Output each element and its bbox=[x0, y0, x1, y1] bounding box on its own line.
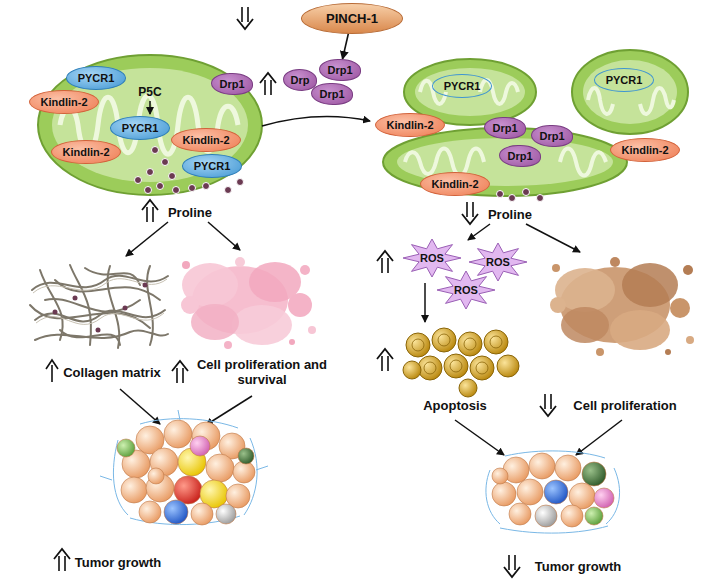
node-text: Drp1 bbox=[319, 88, 344, 100]
node-text: PYCR1 bbox=[122, 122, 159, 134]
node-text: Kindlin-2 bbox=[386, 119, 433, 131]
protein-oval: PINCH-1 bbox=[301, 3, 403, 34]
node-text: Kindlin-2 bbox=[182, 134, 229, 146]
node-text: Drp1 bbox=[539, 130, 564, 142]
node-text: ROS bbox=[454, 284, 478, 296]
protein-oval: Kindlin-2 bbox=[375, 113, 444, 137]
node-text: PYCR1 bbox=[606, 74, 643, 86]
caption-label: Tumor growth bbox=[75, 555, 161, 570]
protein-oval-outline: PYCR1 bbox=[594, 68, 655, 92]
caption-label: Proline bbox=[488, 207, 532, 222]
node-text: Drp1 bbox=[219, 78, 244, 90]
protein-blob: Drp1 bbox=[484, 117, 525, 139]
caption-label: Cell proliferation bbox=[573, 398, 676, 413]
protein-oval-outline: PYCR1 bbox=[432, 74, 493, 98]
protein-oval: Kindlin-2 bbox=[29, 90, 98, 114]
node-text: Kindlin-2 bbox=[431, 178, 478, 190]
protein-oval: Kindlin-2 bbox=[171, 128, 240, 152]
node-text: Drp1 bbox=[492, 122, 517, 134]
node-text: Kindlin-2 bbox=[62, 146, 109, 158]
caption-label: Collagen matrix bbox=[63, 365, 161, 380]
node-text: ROS bbox=[486, 256, 510, 268]
node-text: PYCR1 bbox=[194, 160, 231, 172]
protein-blob: Drp1 bbox=[531, 125, 572, 147]
node-text: Kindlin-2 bbox=[40, 96, 87, 108]
node-text: PINCH-1 bbox=[326, 11, 378, 26]
protein-oval: Kindlin-2 bbox=[610, 138, 679, 162]
protein-blob: Drp1 bbox=[211, 73, 252, 95]
node-text: PYCR1 bbox=[78, 72, 115, 84]
caption-label: Cell proliferation and survival bbox=[192, 357, 332, 387]
protein-blob: Drp1 bbox=[311, 83, 352, 105]
node-text: Drp bbox=[291, 74, 310, 86]
ros-star: ROS bbox=[402, 238, 462, 278]
caption-label: P5C bbox=[138, 85, 161, 99]
node-text: Drp1 bbox=[507, 150, 532, 162]
ros-star: ROS bbox=[468, 242, 528, 282]
protein-oval: PYCR1 bbox=[182, 154, 243, 178]
node-text: ROS bbox=[420, 252, 444, 264]
ros-star: ROS bbox=[436, 270, 496, 310]
caption-label: Apoptosis bbox=[423, 398, 487, 413]
protein-blob: Drp1 bbox=[319, 59, 360, 81]
caption-label: Tumor growth bbox=[535, 559, 621, 574]
protein-oval: PYCR1 bbox=[110, 116, 171, 140]
protein-blob: Drp1 bbox=[499, 145, 540, 167]
node-text: PYCR1 bbox=[444, 80, 481, 92]
arrow-connector bbox=[343, 34, 349, 60]
protein-oval: Kindlin-2 bbox=[51, 140, 120, 164]
caption-label: Proline bbox=[168, 205, 212, 220]
node-text: Kindlin-2 bbox=[621, 144, 668, 156]
node-text: Drp1 bbox=[327, 64, 352, 76]
protein-oval: PYCR1 bbox=[66, 66, 127, 90]
protein-oval: Kindlin-2 bbox=[420, 172, 489, 196]
